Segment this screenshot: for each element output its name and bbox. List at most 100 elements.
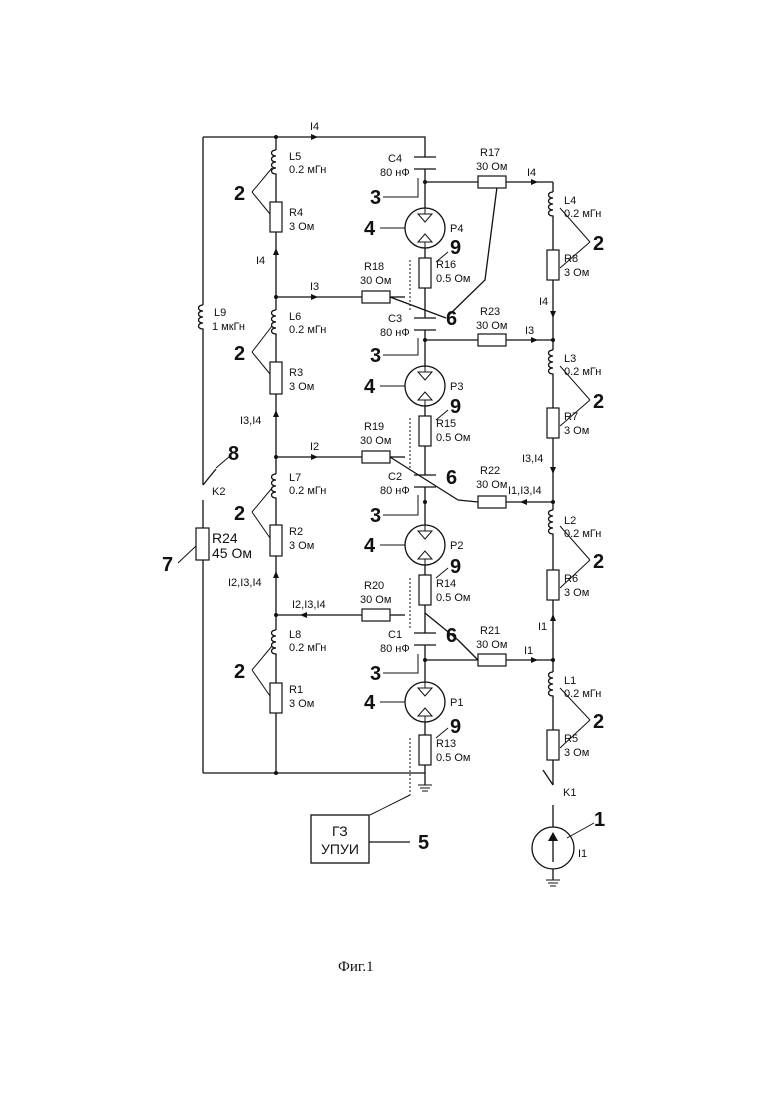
ref-number: 3 [370,663,381,685]
resistor-name: R23 [480,306,500,318]
resistor-value: 30 Ом [360,435,391,447]
ref-number: 1 [594,809,605,831]
ref-number: 2 [234,183,245,205]
ref-number: 9 [450,237,461,259]
resistor-value: 0.5 Ом [436,273,470,285]
ref-number: 4 [364,376,376,398]
resistor-name: R13 [436,738,456,750]
current-label: I2,I3,I4 [292,599,326,611]
current-source-icon [532,827,574,869]
source-label: I1 [578,848,587,860]
ref-number: 2 [234,343,245,365]
inductor-name: L5 [289,151,301,163]
inductor-value: 0.2 мГн [289,485,326,497]
gap-label: P3 [450,381,463,393]
gap-label: P4 [450,223,463,235]
resistor-name: R16 [436,259,456,271]
inductor-value: 0.2 мГн [564,688,601,700]
current-label: I4 [310,121,319,133]
ref-number: 9 [450,556,461,578]
inductor-name: L2 [564,515,576,527]
ref-number: 4 [364,535,376,557]
generator-line1: ГЗ [332,823,348,839]
ref-number: 3 [370,345,381,367]
resistor-value: 45 Ом [212,545,252,561]
resistor-name: R19 [364,421,384,433]
resistor-value: 0.5 Ом [436,592,470,604]
current-label: I1,I3,I4 [508,485,542,497]
ref-number: 2 [234,503,245,525]
ref-number: 5 [418,832,429,854]
ref-number: 3 [370,505,381,527]
resistor-name: R15 [436,418,456,430]
resistor-name: R24 [212,530,238,546]
resistor-name: R5 [564,733,578,745]
resistor-value: 30 Ом [360,275,391,287]
ref-number: 8 [228,443,239,465]
resistor-name: R14 [436,578,456,590]
current-label: I3,I4 [240,415,261,427]
inductor-name: L8 [289,629,301,641]
capacitor-name: C1 [388,629,402,641]
ref-number: 6 [446,625,457,647]
current-label: I4 [256,255,265,267]
inductor-name: L7 [289,472,301,484]
ref-number: 2 [593,233,604,255]
junctions [274,135,555,775]
inductor-value: 0.2 мГн [564,528,601,540]
capacitor-value: 80 нФ [380,327,410,339]
resistor-value: 30 Ом [476,479,507,491]
inductor-value: 0.2 мГн [289,642,326,654]
resistor-value: 3 Ом [564,747,589,759]
resistor-value: 3 Ом [289,540,314,552]
inductor-value: 0.2 мГн [289,164,326,176]
resistor-value: 3 Ом [564,587,589,599]
resistor-value: 0.5 Ом [436,432,470,444]
inductor-value: 0.2 мГн [564,366,601,378]
resistor-name: R18 [364,261,384,273]
ref-number: 2 [593,711,604,733]
current-label: I3 [525,325,534,337]
resistor-value: 30 Ом [476,320,507,332]
ref-number: 3 [370,187,381,209]
current-label: I2 [310,441,319,453]
capacitor-value: 80 нФ [380,643,410,655]
figure-caption: Фиг.1 [338,959,374,975]
resistor-value: 30 Ом [476,161,507,173]
resistor-name: R21 [480,625,500,637]
resistor-name: R22 [480,465,500,477]
gap-label: P2 [450,540,463,552]
gap-label: P1 [450,697,463,709]
current-label: I3,I4 [522,453,543,465]
resistor-value: 3 Ом [564,425,589,437]
resistor-value: 3 Ом [289,221,314,233]
capacitor-name: C3 [388,313,402,325]
ref-number: 4 [364,218,376,240]
resistor-value: 3 Ом [289,381,314,393]
resistor-name: R3 [289,367,303,379]
capacitor-value: 80 нФ [380,485,410,497]
resistor-name: R20 [364,580,384,592]
switch-label: K1 [563,787,576,799]
current-label: I1 [524,645,533,657]
current-label: I2,I3,I4 [228,577,262,589]
resistor-name: R7 [564,411,578,423]
inductor-value: 0.2 мГн [564,208,601,220]
current-label: I4 [527,167,536,179]
current-label: I1 [538,621,547,633]
ref-number: 6 [446,467,457,489]
inductor-value: 0.2 мГн [289,324,326,336]
capacitor-name: C4 [388,153,402,165]
resistor-name: R17 [480,147,500,159]
current-label: I3 [310,281,319,293]
ref-number: 7 [162,554,173,576]
resistor-name: R2 [289,526,303,538]
ref-number: 2 [593,391,604,413]
ground-icon [418,785,560,886]
resistor-name: R4 [289,207,303,219]
inductor-name: L3 [564,353,576,365]
capacitor-value: 80 нФ [380,167,410,179]
inductor-name: L1 [564,675,576,687]
resistor-value: 3 Ом [564,267,589,279]
